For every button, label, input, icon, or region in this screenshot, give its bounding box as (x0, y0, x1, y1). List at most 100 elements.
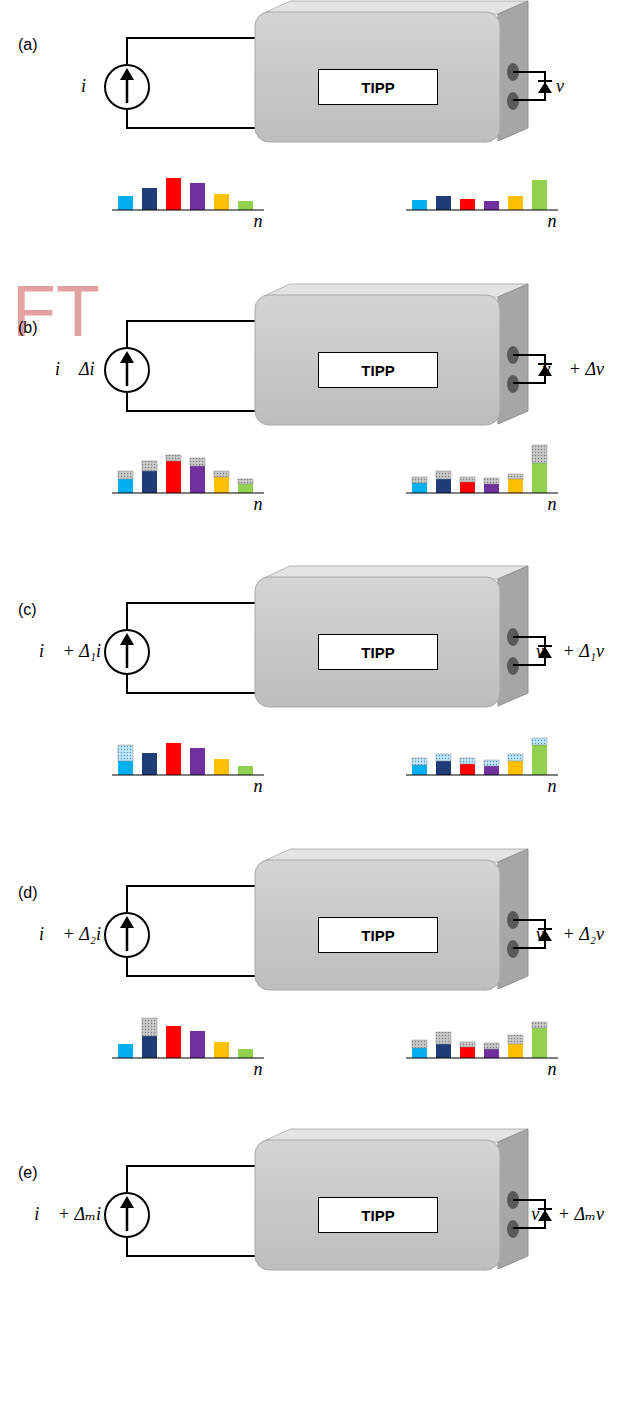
bar-increment (166, 455, 181, 461)
chart-axis (406, 774, 558, 775)
diode-symbol (538, 82, 552, 93)
current-source (105, 913, 149, 957)
bar (532, 745, 547, 775)
bar (166, 461, 181, 493)
bar (238, 201, 253, 210)
current-source (105, 630, 149, 674)
panel (105, 566, 558, 775)
bar-increment (412, 758, 427, 765)
source-arrow (126, 1206, 129, 1231)
bar-increment (436, 471, 451, 479)
bar-increment (436, 1032, 451, 1044)
chart-axis (112, 492, 264, 493)
bar (238, 484, 253, 493)
bar (142, 1036, 157, 1058)
bar-increment (532, 1022, 547, 1028)
bar (412, 200, 427, 210)
current-label: i⃗ + Δ₂i (39, 924, 101, 946)
bar-increment (118, 471, 133, 479)
bar-increment (436, 754, 451, 761)
wire (513, 355, 545, 383)
bar-increment (460, 758, 475, 764)
bar-increment (412, 477, 427, 483)
panel-label: (c) (18, 600, 37, 619)
source-arrowhead (120, 633, 134, 645)
bar (190, 466, 205, 493)
bar-increment (142, 461, 157, 471)
axis-label: n (548, 776, 557, 798)
tipp-box: TIPP (318, 634, 438, 670)
bar (118, 196, 133, 210)
current-increment-label: Δi⃗ (79, 359, 109, 381)
bar (142, 753, 157, 775)
box-label: TIPP (361, 927, 394, 944)
panel-label: (d) (18, 883, 38, 902)
bar (118, 479, 133, 493)
bar-increment (532, 445, 547, 463)
housing-front (255, 295, 500, 425)
panel-label: (a) (18, 35, 38, 54)
bar (190, 183, 205, 210)
bar (484, 1049, 499, 1058)
panel (105, 284, 558, 493)
bar (238, 1049, 253, 1058)
bar (214, 759, 229, 775)
bar-increment (484, 1043, 499, 1049)
housing-front (255, 577, 500, 707)
axis-label: n (254, 494, 263, 516)
chart-axis (112, 774, 264, 775)
current-label: i⃗ + Δₘi (34, 1204, 101, 1226)
current-source (105, 1193, 149, 1237)
panel-label: (b) (18, 318, 38, 337)
bar (166, 1026, 181, 1058)
source-arrowhead (120, 916, 134, 928)
axis-label: n (548, 211, 557, 233)
bar (412, 765, 427, 775)
bar-increment (508, 754, 523, 761)
bar (118, 761, 133, 775)
bar (508, 761, 523, 775)
source-arrow (126, 78, 129, 103)
panel-label: (e) (18, 1163, 38, 1182)
chart-axis (112, 1057, 264, 1058)
bar (484, 766, 499, 775)
bar-increment (484, 478, 499, 484)
voltage-label: v⃗ + Δ₁v⃗ (536, 641, 618, 663)
source-arrow (126, 926, 129, 951)
wire (513, 72, 545, 100)
bar-increment (508, 474, 523, 479)
chart-axis (112, 209, 264, 210)
bar (484, 201, 499, 210)
bar (214, 194, 229, 210)
box-label: TIPP (361, 1207, 394, 1224)
bar-increment (460, 477, 475, 482)
source-arrowhead (120, 68, 134, 80)
bar (460, 482, 475, 493)
current-source (105, 65, 149, 109)
current-label: i⃗ (81, 76, 100, 98)
bar (436, 196, 451, 210)
current-label: i⃗ (55, 359, 74, 381)
voltage-label: v⃗ + Δ₂v⃗ (536, 924, 618, 946)
current-source (105, 348, 149, 392)
chart-axis (406, 1057, 558, 1058)
bar (166, 178, 181, 210)
axis-label: n (254, 1059, 263, 1081)
panel (105, 1, 558, 210)
bar (460, 1047, 475, 1058)
bar (460, 199, 475, 210)
source-arrowhead (120, 1196, 134, 1208)
bar (214, 1042, 229, 1058)
voltage-label: v⃗ (556, 76, 578, 98)
housing-front (255, 1140, 500, 1270)
bar (166, 743, 181, 775)
bar (412, 1048, 427, 1058)
chart-axis (406, 209, 558, 210)
bar (238, 766, 253, 775)
housing-front (255, 860, 500, 990)
tipp-box: TIPP (318, 69, 438, 105)
bar-increment (532, 738, 547, 745)
tipp-box: TIPP (318, 917, 438, 953)
